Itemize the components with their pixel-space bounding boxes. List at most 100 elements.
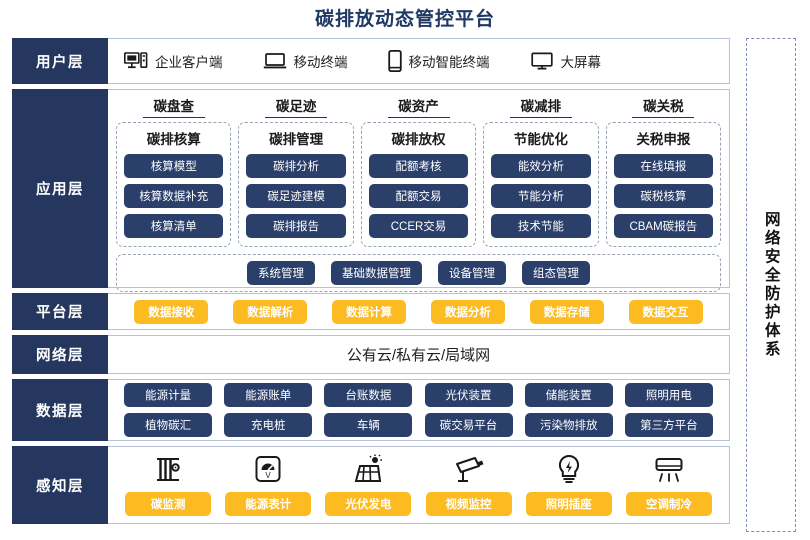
platform-pill-data-interaction[interactable]: 数据交互: [628, 299, 703, 324]
layer-label-user: 用户层: [12, 38, 108, 84]
sensing-item-label: 照明插座: [525, 491, 612, 516]
data-pill-third-party-platform[interactable]: 第三方平台: [624, 413, 713, 437]
layer-body-user: 企业客户端 移动终端: [108, 39, 729, 83]
laptop-icon: [263, 52, 287, 70]
app-group-box: 关税申报 在线填报 碳税核算 CBAM碳报告: [605, 122, 722, 247]
data-pill-energy-metering[interactable]: 能源计量: [124, 383, 213, 407]
app-module-pill[interactable]: CBAM碳报告: [613, 214, 714, 238]
app-module-pill[interactable]: 节能分析: [491, 184, 591, 208]
layer-label-application: 应用层: [12, 89, 108, 288]
layer-stack: 用户层: [12, 38, 730, 529]
app-group-box: 碳排放权 配额考核 配额交易 CCER交易: [360, 122, 477, 247]
sensing-item-video-surveillance[interactable]: 视频监控: [425, 452, 512, 516]
data-pill-ledger-data[interactable]: 台账数据: [324, 383, 413, 407]
data-pill-plant-carbon-sink[interactable]: 植物碳汇: [124, 413, 213, 437]
app-module-pill[interactable]: 碳排报告: [246, 214, 346, 238]
data-source-grid: 能源计量 能源账单 台账数据 光伏装置 储能装置 照明用电 植物碳汇 充电桩 车…: [108, 377, 729, 443]
user-item-smart-mobile-terminal[interactable]: 移动智能终端: [387, 50, 490, 72]
layer-label-sensing: 感知层: [12, 446, 108, 524]
layer-body-data: 能源计量 能源账单 台账数据 光伏装置 储能装置 照明用电 植物碳汇 充电桩 车…: [108, 380, 729, 440]
data-pill-charging-pile[interactable]: 充电桩: [224, 413, 313, 437]
support-pill-system-management[interactable]: 系统管理: [247, 261, 315, 285]
layer-body-sensing: 碳监测 V 能源表计: [108, 447, 729, 523]
monitor-icon: [530, 52, 554, 70]
app-module-pill[interactable]: 能效分析: [491, 154, 591, 178]
user-item-label: 企业客户端: [155, 55, 223, 70]
app-group-subtitle: 关税申报: [636, 132, 691, 147]
sensing-item-label: 碳监测: [125, 491, 212, 516]
app-group-title: 碳关税: [632, 95, 695, 118]
layer-network: 网络层 公有云/私有云/局域网: [12, 335, 730, 374]
app-module-pill[interactable]: 碳税核算: [613, 184, 714, 208]
energy-meter-icon: V: [253, 452, 283, 486]
user-item-label: 移动智能终端: [408, 55, 490, 70]
app-group-title: 碳盘查: [142, 95, 205, 118]
user-item-large-screen[interactable]: 大屏幕: [530, 51, 602, 71]
user-item-label: 大屏幕: [560, 55, 602, 70]
layer-label-data: 数据层: [12, 379, 108, 441]
support-pill-device-management[interactable]: 设备管理: [438, 261, 506, 285]
application-support-box: 系统管理 基础数据管理 设备管理 组态管理: [116, 254, 721, 292]
data-pill-storage-device[interactable]: 储能装置: [524, 383, 613, 407]
platform-pill-data-analysis[interactable]: 数据分析: [430, 299, 505, 324]
layer-body-platform: 数据接收 数据解析 数据计算 数据分析 数据存储 数据交互: [108, 294, 729, 329]
data-pill-energy-bill[interactable]: 能源账单: [224, 383, 313, 407]
page-title: 碳排放动态管控平台: [314, 9, 495, 30]
app-module-pill[interactable]: 配额交易: [368, 184, 469, 208]
platform-item-list: 数据接收 数据解析 数据计算 数据分析 数据存储 数据交互: [108, 299, 729, 324]
app-group-carbon-asset: 碳资产 碳排放权 配额考核 配额交易 CCER交易: [360, 95, 477, 247]
support-pill-basic-data-management[interactable]: 基础数据管理: [331, 261, 422, 285]
security-side-panel: 网络安全防护体系: [746, 38, 796, 532]
layer-sensing: 感知层: [12, 446, 730, 524]
smartphone-icon: [387, 50, 402, 72]
air-conditioner-icon: [653, 452, 685, 486]
app-module-pill[interactable]: 核算模型: [124, 154, 224, 178]
layer-application: 应用层 碳盘查 碳排核算 核算模型 核算数据补充 核算清单 碳足迹: [12, 89, 730, 292]
app-group-title: 碳足迹: [265, 95, 328, 118]
sensing-item-pv-generation[interactable]: 光伏发电: [325, 452, 412, 516]
sensing-item-label: 光伏发电: [325, 491, 412, 516]
sensing-item-carbon-monitor[interactable]: 碳监测: [125, 452, 212, 516]
app-module-pill[interactable]: CCER交易: [368, 214, 469, 238]
solar-panel-icon: [352, 452, 384, 486]
platform-pill-data-compute[interactable]: 数据计算: [332, 299, 407, 324]
cctv-camera-icon: [453, 452, 485, 486]
security-panel-label: 网络安全防护体系: [762, 211, 780, 359]
sensing-item-hvac-cooling[interactable]: 空调制冷: [625, 452, 712, 516]
app-module-pill[interactable]: 技术节能: [491, 214, 591, 238]
sensing-item-label: 能源表计: [225, 491, 312, 516]
data-pill-vehicle[interactable]: 车辆: [324, 413, 413, 437]
layer-body-application: 碳盘查 碳排核算 核算模型 核算数据补充 核算清单 碳足迹 碳排管理 碳排分析: [108, 90, 729, 292]
application-group-list: 碳盘查 碳排核算 核算模型 核算数据补充 核算清单 碳足迹 碳排管理 碳排分析: [116, 95, 722, 247]
support-pill-configuration-management[interactable]: 组态管理: [522, 261, 590, 285]
data-row-first: 能源计量 能源账单 台账数据 光伏装置 储能装置 照明用电: [118, 383, 719, 407]
app-module-pill[interactable]: 核算清单: [124, 214, 224, 238]
platform-pill-data-parse[interactable]: 数据解析: [233, 299, 308, 324]
layer-platform: 平台层 数据接收 数据解析 数据计算 数据分析 数据存储 数据交互: [12, 293, 730, 330]
user-item-enterprise-client[interactable]: 企业客户端: [124, 51, 223, 71]
app-group-carbon-tariff: 碳关税 关税申报 在线填报 碳税核算 CBAM碳报告: [605, 95, 722, 247]
platform-pill-data-receive[interactable]: 数据接收: [134, 299, 209, 324]
desktop-tower-icon: [124, 52, 148, 70]
sensing-item-label: 视频监控: [425, 491, 512, 516]
app-group-carbon-reduction: 碳减排 节能优化 能效分析 节能分析 技术节能: [483, 95, 599, 247]
sensing-item-energy-meter[interactable]: V 能源表计: [225, 452, 312, 516]
platform-pill-data-storage[interactable]: 数据存储: [529, 299, 604, 324]
user-item-mobile-terminal[interactable]: 移动终端: [263, 51, 348, 71]
data-pill-pv-device[interactable]: 光伏装置: [424, 383, 513, 407]
data-pill-pollutant-emission[interactable]: 污染物排放: [524, 413, 613, 437]
sensing-item-lighting-socket[interactable]: 照明插座: [525, 452, 612, 516]
app-module-pill[interactable]: 碳足迹建模: [246, 184, 346, 208]
app-module-pill[interactable]: 在线填报: [613, 154, 714, 178]
data-pill-carbon-trading-platform[interactable]: 碳交易平台: [424, 413, 513, 437]
data-pill-lighting-power[interactable]: 照明用电: [624, 383, 713, 407]
app-module-pill[interactable]: 碳排分析: [246, 154, 346, 178]
data-row-second: 植物碳汇 充电桩 车辆 碳交易平台 污染物排放 第三方平台: [118, 413, 719, 437]
layer-label-platform: 平台层: [12, 293, 108, 330]
svg-text:V: V: [266, 471, 272, 480]
app-module-pill[interactable]: 配额考核: [368, 154, 469, 178]
app-group-subtitle: 碳排管理: [269, 132, 324, 147]
app-module-pill[interactable]: 核算数据补充: [124, 184, 224, 208]
user-item-label: 移动终端: [293, 55, 348, 70]
app-group-subtitle: 节能优化: [513, 132, 568, 147]
